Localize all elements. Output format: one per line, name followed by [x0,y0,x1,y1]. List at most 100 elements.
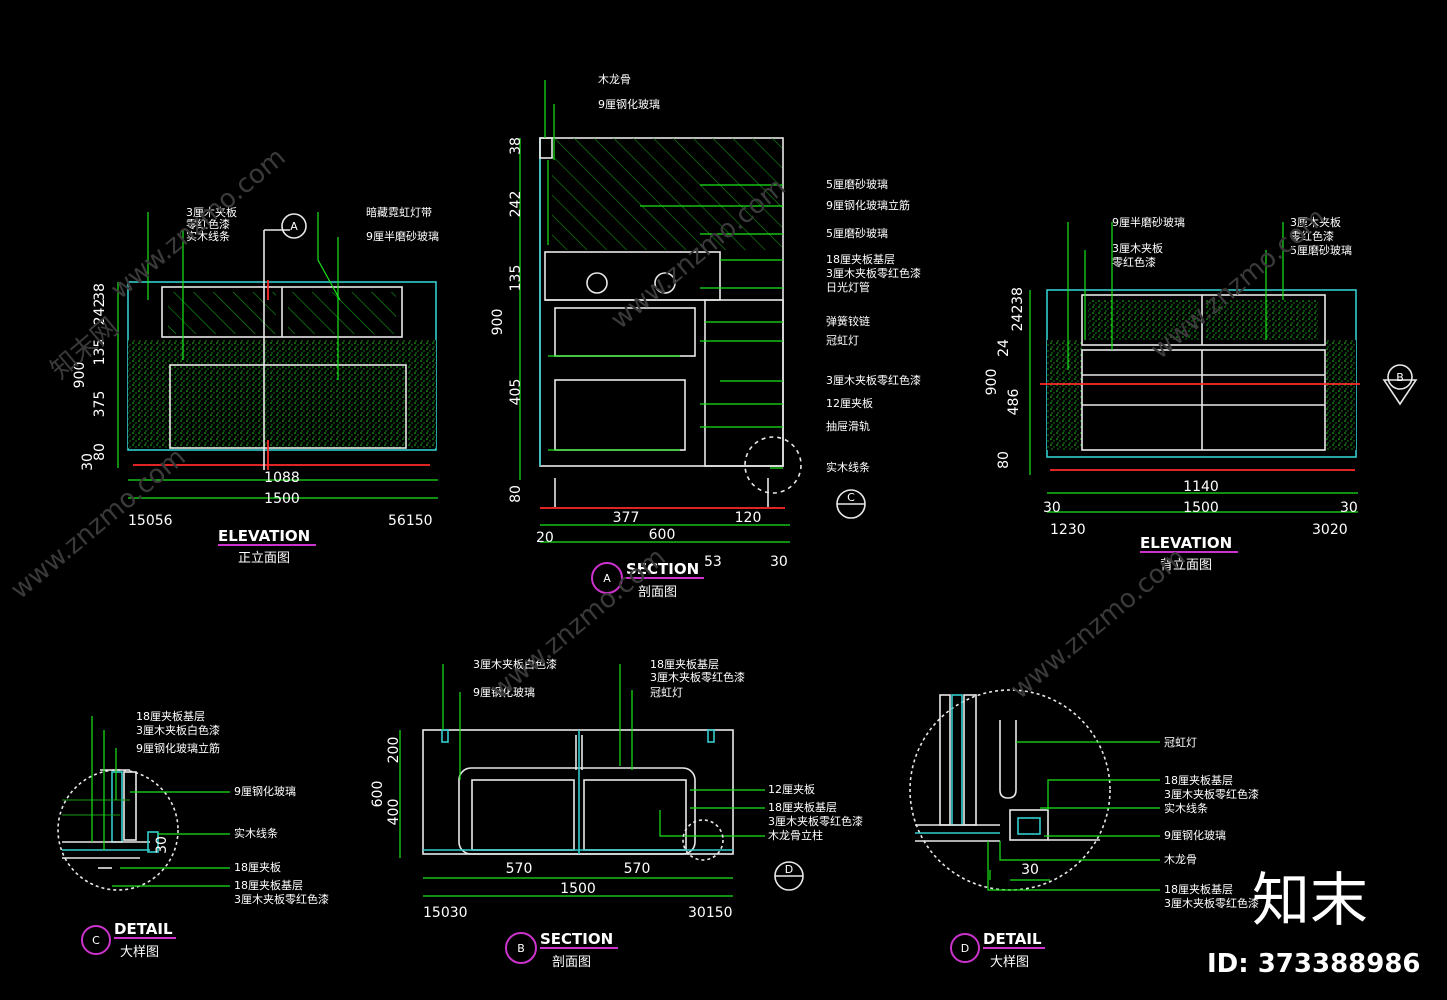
elevation-back-label-2: 3厘木夹板 [1112,241,1163,255]
elevation-back-section-tag [1387,364,1413,390]
section-a-label-11: 抽屉滑轨 [826,419,870,433]
detail-d-label-7: 18厘夹板基层 [1164,882,1233,896]
detail-c-tag-label: C [92,934,100,947]
section-b-drawing [399,664,765,897]
elevation-back-dim-v-3: 24 [996,339,1012,357]
section-b-label-r-4: 木龙骨立柱 [768,828,823,842]
detail-d-subtitle: 大样图 [990,955,1029,970]
elevation-back-section-tag-label: B [1396,371,1404,384]
section-a-title: SECTION [626,560,699,578]
detail-d-label-4: 实木线条 [1164,801,1208,815]
section-a-tag-circle [591,562,623,594]
detail-c-tag-circle [81,925,111,955]
section-b-dim-h-4: 15030 [423,905,468,921]
section-b-label-r-3: 3厘木夹板零红色漆 [768,814,863,828]
elevation-front-section-tag [281,213,307,239]
elevation-front-dim-v-6: 80 [92,443,108,461]
section-a-dim-v-5: 405 [508,379,524,406]
detail-d-label-8: 3厘木夹板零红色漆 [1164,896,1259,910]
elevation-front-dim-h-4: 56150 [388,513,433,529]
section-a-label-8: 冠虹灯 [826,334,859,347]
section-a-dim-h-1: 377 [613,510,640,526]
elevation-back-drawing [1029,222,1360,513]
section-b-label-tl-1: 3厘木夹板白色漆 [473,657,557,671]
section-a-label-5: 3厘木夹板零红色漆 [826,266,921,280]
detail-c-label-5: 实木线条 [234,826,278,840]
section-a-dim-h-2: 120 [735,510,762,526]
elevation-front-title: ELEVATION [218,527,310,545]
image-id: ID: 373388986 [1207,949,1421,979]
elevation-back-dim-h-5: 1230 [1050,522,1086,538]
section-b-dim-h-1: 570 [506,861,533,877]
detail-c-title: DETAIL [114,920,173,938]
elevation-front-dim-v-4: 900 [72,362,88,389]
brand-logo: 知末 [1252,866,1368,934]
elevation-front-label-3: 实木线条 [186,229,230,243]
section-b-label-r-1: 12厘夹板 [768,782,815,796]
section-a-dim-v-4: 900 [490,309,506,336]
section-a-subtitle: 剖面图 [638,585,677,600]
detail-c-subtitle: 大样图 [120,945,159,960]
elevation-back-dim-h-6: 3020 [1312,522,1348,538]
detail-c-label-6: 18厘夹板 [234,860,281,874]
elevation-front-dim-h-1: 1088 [264,470,300,486]
section-a-dim-h-6: 30 [770,554,788,570]
elevation-back-subtitle: 背立面图 [1160,558,1212,573]
detail-d-label-3: 3厘木夹板零红色漆 [1164,787,1259,801]
section-a-dim-h-4: 20 [536,530,554,546]
section-a-dim-v-3: 135 [508,265,524,292]
elevation-front-dim-h-3: 15056 [128,513,173,529]
detail-d-dim-1: 30 [1021,862,1039,878]
elevation-front-dim-h-2: 1500 [264,491,300,507]
section-a-drawing [519,80,802,543]
section-b-tag-label: B [517,942,525,955]
section-a-tag-label: A [603,572,611,585]
elevation-back-label-3: 零红色漆 [1112,255,1156,269]
elevation-front-dim-v-1: 38 [92,283,108,301]
detail-d-drawing [909,689,1160,891]
detail-c-label-8: 3厘木夹板零红色漆 [234,892,329,906]
section-a-label-top-1: 木龙骨 [598,73,631,86]
section-b-subtitle: 剖面图 [552,955,591,970]
elevation-front-label-2: 零红色漆 [186,217,230,231]
section-b-title: SECTION [540,930,613,948]
section-b-dim-v-2: 600 [370,781,386,808]
elevation-front-label-1: 3厘木夹板 [186,205,237,219]
section-b-dim-v-3: 400 [386,799,402,826]
detail-d-label-6: 木龙骨 [1164,853,1197,866]
elevation-front-dim-v-5: 375 [92,391,108,418]
elevation-back-dim-v-1: 38 [1010,287,1026,305]
section-a-label-2: 9厘钢化玻璃立筋 [826,198,910,212]
detail-c-label-3: 9厘钢化玻璃立筋 [136,741,220,755]
section-b-dim-v-1: 200 [386,737,402,764]
section-a-label-7: 弹簧铰链 [826,314,870,328]
section-b-label-tl-2: 9厘钢化玻璃 [473,685,535,699]
elevation-back-dim-v-2: 242 [1010,305,1026,332]
elevation-back-label-6: 5厘磨砂玻璃 [1290,243,1352,257]
elevation-back-label-4: 3厘木夹板 [1290,215,1341,229]
watermark-site-5: www.znzmo.com [485,542,671,705]
section-a-callout-label: C [847,491,855,504]
section-b-label-tr-2: 3厘木夹板零红色漆 [650,670,745,684]
detail-d-label-1: 冠虹灯 [1164,736,1197,749]
section-a-dim-h-3: 600 [649,527,676,543]
elevation-back-dim-v-6: 80 [996,451,1012,469]
section-a-label-3: 5厘磨砂玻璃 [826,226,888,240]
elevation-front-dim-v-3: 135 [92,339,108,366]
section-a-label-4: 18厘夹板基层 [826,252,895,266]
section-a-label-12: 实木线条 [826,460,870,474]
detail-d-label-5: 9厘钢化玻璃 [1164,828,1226,842]
detail-c-label-7: 18厘夹板基层 [234,878,303,892]
section-a-dim-v-6: 80 [508,485,524,503]
elevation-front-label-5: 9厘半磨砂玻璃 [366,229,439,243]
section-a-label-1: 5厘磨砂玻璃 [826,177,888,191]
section-a-label-9: 3厘木夹板零红色漆 [826,373,921,387]
detail-c-label-1: 18厘夹板基层 [136,709,205,723]
watermark-site-6: www.znzmo.com [1005,542,1191,705]
detail-d-label-2: 18厘夹板基层 [1164,773,1233,787]
section-b-label-r-2: 18厘夹板基层 [768,800,837,814]
elevation-back-dim-h-4: 30 [1340,500,1358,516]
section-a-label-6: 日光灯管 [826,280,870,294]
elevation-back-dim-v-4: 900 [984,369,1000,396]
detail-c-drawing [57,716,230,891]
